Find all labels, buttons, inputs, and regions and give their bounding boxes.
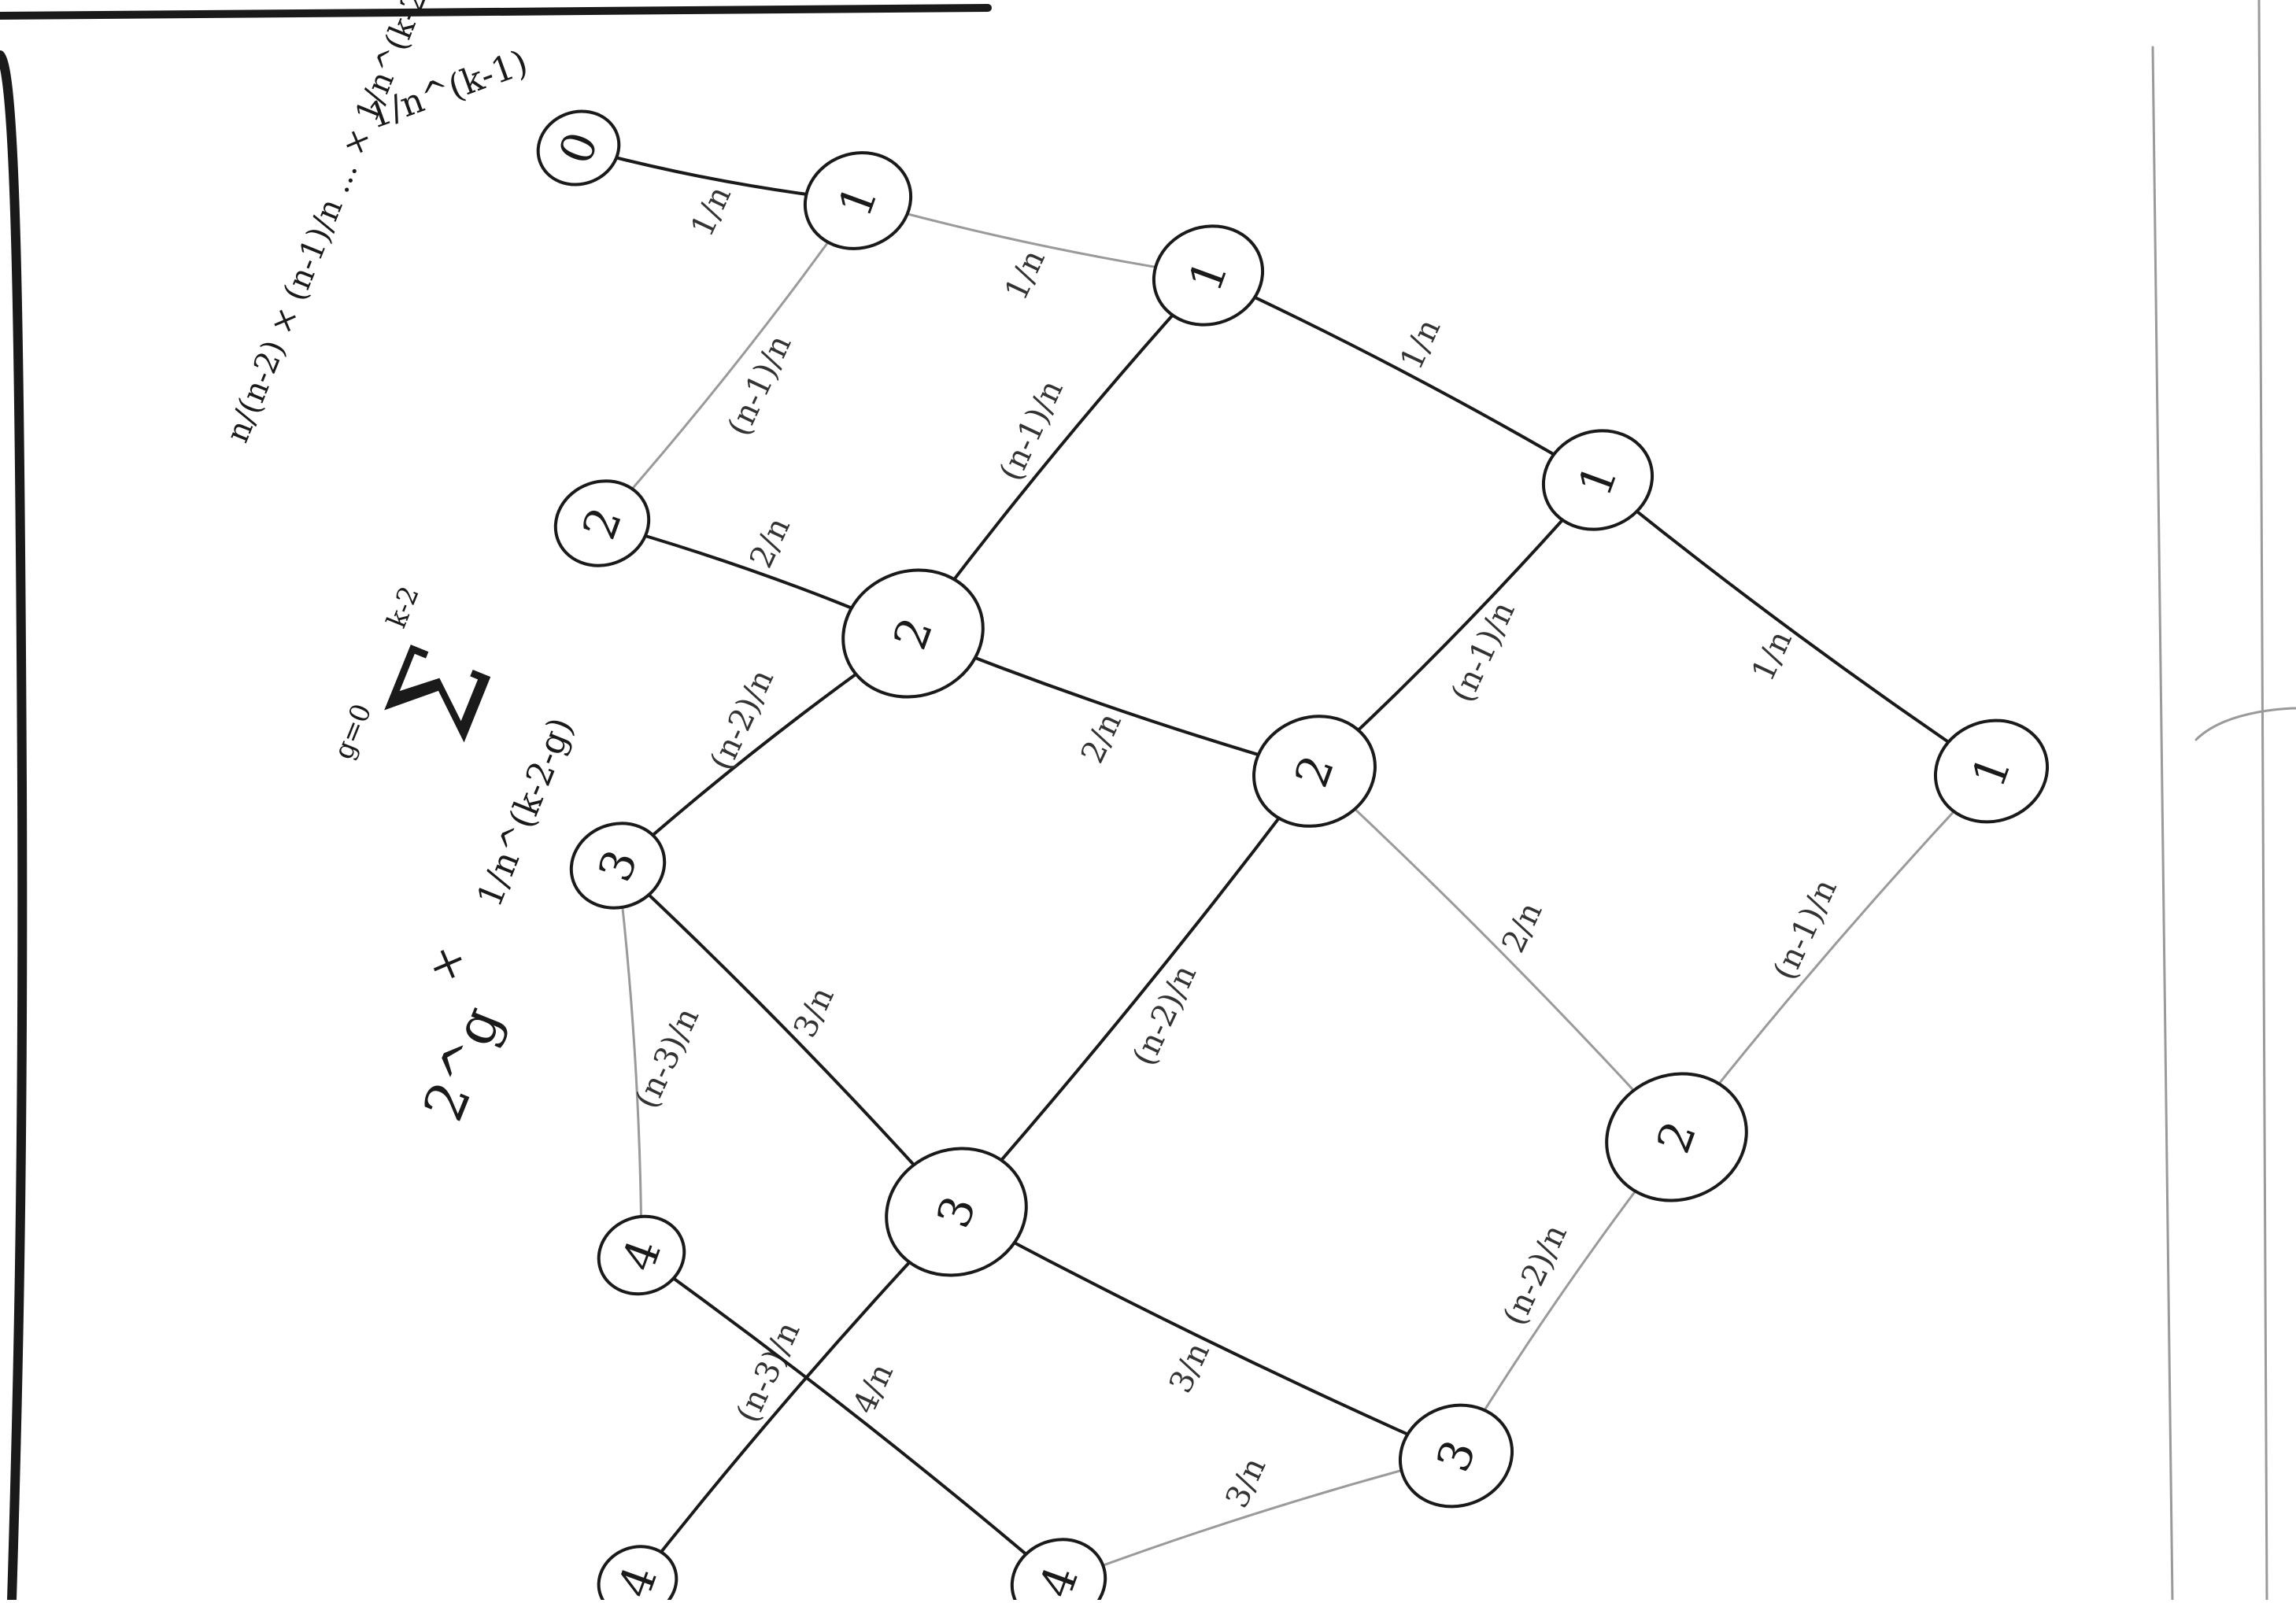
- node-circle: [885, 1147, 1028, 1277]
- node-circle: [1152, 224, 1265, 327]
- times-symbol: ×: [419, 939, 475, 988]
- node-n1d: 1: [1933, 718, 2050, 824]
- edge-n1c-n1d: 1/n: [1596, 478, 1993, 773]
- edge-label: 3/n: [1163, 1337, 1217, 1398]
- edge-label: (n-1)/n: [1444, 596, 1522, 707]
- edge-label: 3/n: [1218, 1452, 1273, 1513]
- sigma-symbol: Σ: [361, 629, 519, 758]
- node-n2b: 2: [841, 568, 985, 699]
- edge-line: [1596, 478, 1993, 773]
- edge-label: (n-1)/n: [993, 375, 1070, 486]
- summation-note: Σ k-2 g=0: [327, 582, 519, 764]
- edge-label: 3/n: [787, 981, 841, 1043]
- sum-upper-limit: k-2: [381, 582, 426, 632]
- edge-n3b-n4b: (n-3)/n: [636, 1210, 958, 1583]
- node-n2a: 2: [553, 479, 651, 567]
- node-n3c: 3: [1398, 1403, 1514, 1509]
- edge-line: [636, 1210, 958, 1583]
- middle-expression-note: n/(n-2) × (n-1)/n ... × 1/n^(k-2): [220, 0, 439, 448]
- node-circle: [1252, 715, 1377, 828]
- power-text: 2^g: [411, 997, 514, 1129]
- node-n3b: 3: [885, 1147, 1028, 1277]
- node-n4a: 4: [597, 1214, 686, 1296]
- node-circle: [569, 822, 667, 910]
- edge-label: 2/n: [1496, 897, 1550, 958]
- edge-line: [616, 864, 958, 1213]
- edge-label: 1/n: [684, 181, 738, 242]
- node-circle: [1933, 718, 2050, 824]
- node-n1a: 1: [803, 151, 913, 250]
- edge-label: (n-2)/n: [703, 664, 781, 776]
- node-n4b: 4: [597, 1545, 678, 1603]
- edge-line: [955, 1210, 1458, 1457]
- edge-label: 1/n: [1745, 626, 1799, 687]
- node-circle: [597, 1214, 686, 1296]
- edge-label: 4/n: [846, 1358, 900, 1420]
- edge-label: (n-1)/n: [1766, 874, 1844, 985]
- edge-label: (n-1)/n: [721, 330, 799, 441]
- node-circle: [841, 568, 985, 699]
- edges-layer: 1/n 1/n 1/n 1/n (n-1)/n (n-1)/n (n-1)/n (n-1)/n…: [577, 146, 1993, 1583]
- node-n3a: 3: [569, 822, 667, 910]
- node-circle: [597, 1545, 678, 1603]
- edge-label: 2/n: [743, 512, 797, 574]
- sum-lower-limit: g=0: [327, 700, 378, 764]
- times-note: ×: [419, 939, 475, 988]
- edge-line: [1207, 274, 1599, 482]
- margin-notes: 1/n^(k-1) n/(n-2) × (n-1)/n ... × 1/n^(k…: [220, 0, 582, 1129]
- node-circle: [553, 479, 651, 567]
- edge-n2c-n2d: 2/n: [1313, 770, 1678, 1139]
- edge-n2c-n3b: (n-2)/n: [955, 770, 1316, 1213]
- edge-line: [601, 199, 860, 525]
- edge-label: (n-2)/n: [1126, 959, 1203, 1071]
- node-circle: [536, 109, 621, 187]
- edge-line: [616, 864, 643, 1257]
- edge-n3a-n4a: (n-3)/n: [616, 864, 707, 1257]
- nodes-layer: 0 1 1 1 1 2 2 2 2 3 3 3 4 4 4: [536, 109, 2050, 1603]
- node-n1b: 1: [1152, 224, 1265, 327]
- node-n0: 0: [536, 109, 621, 187]
- edge-label: 1/n: [1393, 313, 1447, 375]
- edge-n3c-n4c: 3/n: [1057, 1452, 1458, 1583]
- edge-label: 1/n: [998, 244, 1052, 305]
- node-n4c: 4: [1010, 1538, 1107, 1603]
- node-n1c: 1: [1541, 429, 1655, 531]
- edge-line: [1313, 770, 1678, 1139]
- power-note: 2^g: [411, 997, 514, 1129]
- edge-label: (n-2)/n: [1496, 1219, 1574, 1331]
- node-n2c: 2: [1252, 715, 1377, 828]
- edge-line: [1675, 770, 1993, 1139]
- node-circle: [1398, 1403, 1514, 1509]
- edge-line: [640, 1254, 1060, 1583]
- edge-line: [955, 770, 1316, 1213]
- node-circle: [1541, 429, 1655, 531]
- edge-n1b-n1c: 1/n: [1207, 274, 1599, 482]
- edge-label: (n-3)/n: [730, 1317, 808, 1428]
- edge-label: (n-3)/n: [629, 1003, 707, 1114]
- edge-label: 2/n: [1074, 707, 1129, 769]
- edge-n3b-n3c: 3/n: [955, 1210, 1458, 1457]
- node-circle: [1605, 1072, 1748, 1202]
- edge-n1d-n2d: (n-1)/n: [1675, 770, 1993, 1139]
- middle-expression-text: n/(n-2) × (n-1)/n ... × 1/n^(k-2): [220, 0, 439, 448]
- node-circle: [803, 151, 913, 250]
- edge-n1a-n2a: (n-1)/n: [601, 199, 860, 525]
- node-n2d: 2: [1605, 1072, 1748, 1202]
- edge-n4a-n4c: 4/n: [640, 1254, 1060, 1583]
